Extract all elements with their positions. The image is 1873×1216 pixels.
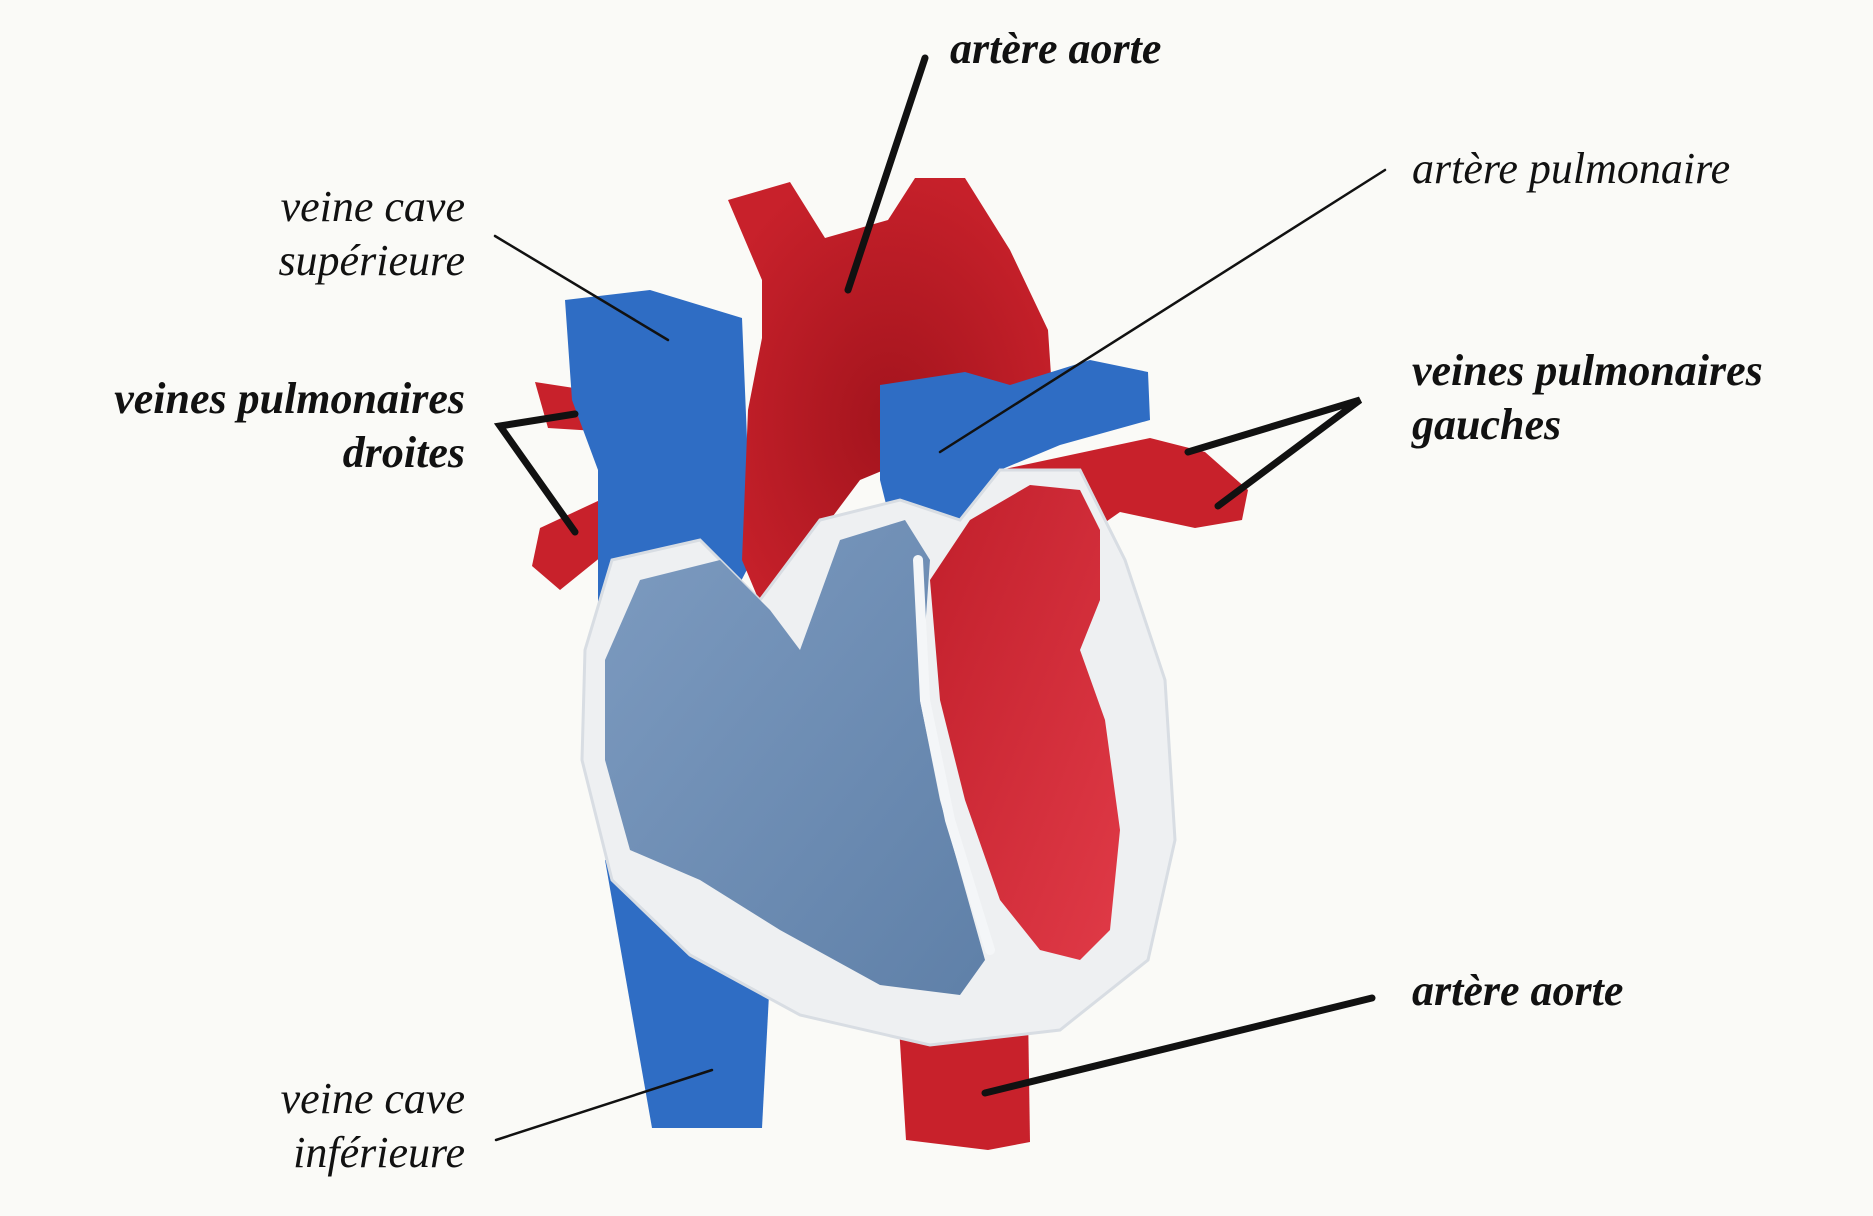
leader-aorta-top [844,54,929,294]
label-inferior-vena-cava: veine cave inférieure [281,1072,465,1180]
label-aorta-bottom: artère aorte [1412,966,1624,1015]
label-left-pulmonary-veins: veines pulmonaires gauches [1412,344,1763,452]
label-right-pulmonary-veins-line1: veines pulmonaires [114,374,465,423]
label-inferior-vena-cava-line2: inférieure [293,1128,465,1177]
label-superior-vena-cava: veine cave supérieure [278,180,465,288]
leader-right-pulmonary-veins [493,410,579,536]
label-left-pulmonary-veins-line1: veines pulmonaires [1412,346,1763,395]
label-pulmonary-artery: artère pulmonaire [1412,144,1731,193]
label-left-pulmonary-veins-line2: gauches [1412,400,1562,449]
label-superior-vena-cava-line2: supérieure [278,236,465,285]
left-atrium-ventricle-chamber [930,485,1120,960]
right-atrium-ventricle-chamber [605,520,985,995]
label-right-pulmonary-veins: veines pulmonaires droites [114,372,465,480]
leader-pulmonary-artery [938,168,1387,454]
septum [913,555,995,955]
leader-lines [493,54,1387,1142]
leader-aorta-bottom [981,994,1376,1097]
pulmonary-artery-shape [880,360,1150,560]
leader-superior-vena-cava [493,234,670,342]
leader-inferior-vena-cava [494,1068,714,1142]
label-superior-vena-cava-line1: veine cave [280,182,465,231]
label-aorta-top: artère aorte [950,24,1162,73]
label-right-pulmonary-veins-line2: droites [342,428,465,477]
label-inferior-vena-cava-line1: veine cave [280,1074,465,1123]
leader-left-pulmonary-veins [1184,396,1363,510]
